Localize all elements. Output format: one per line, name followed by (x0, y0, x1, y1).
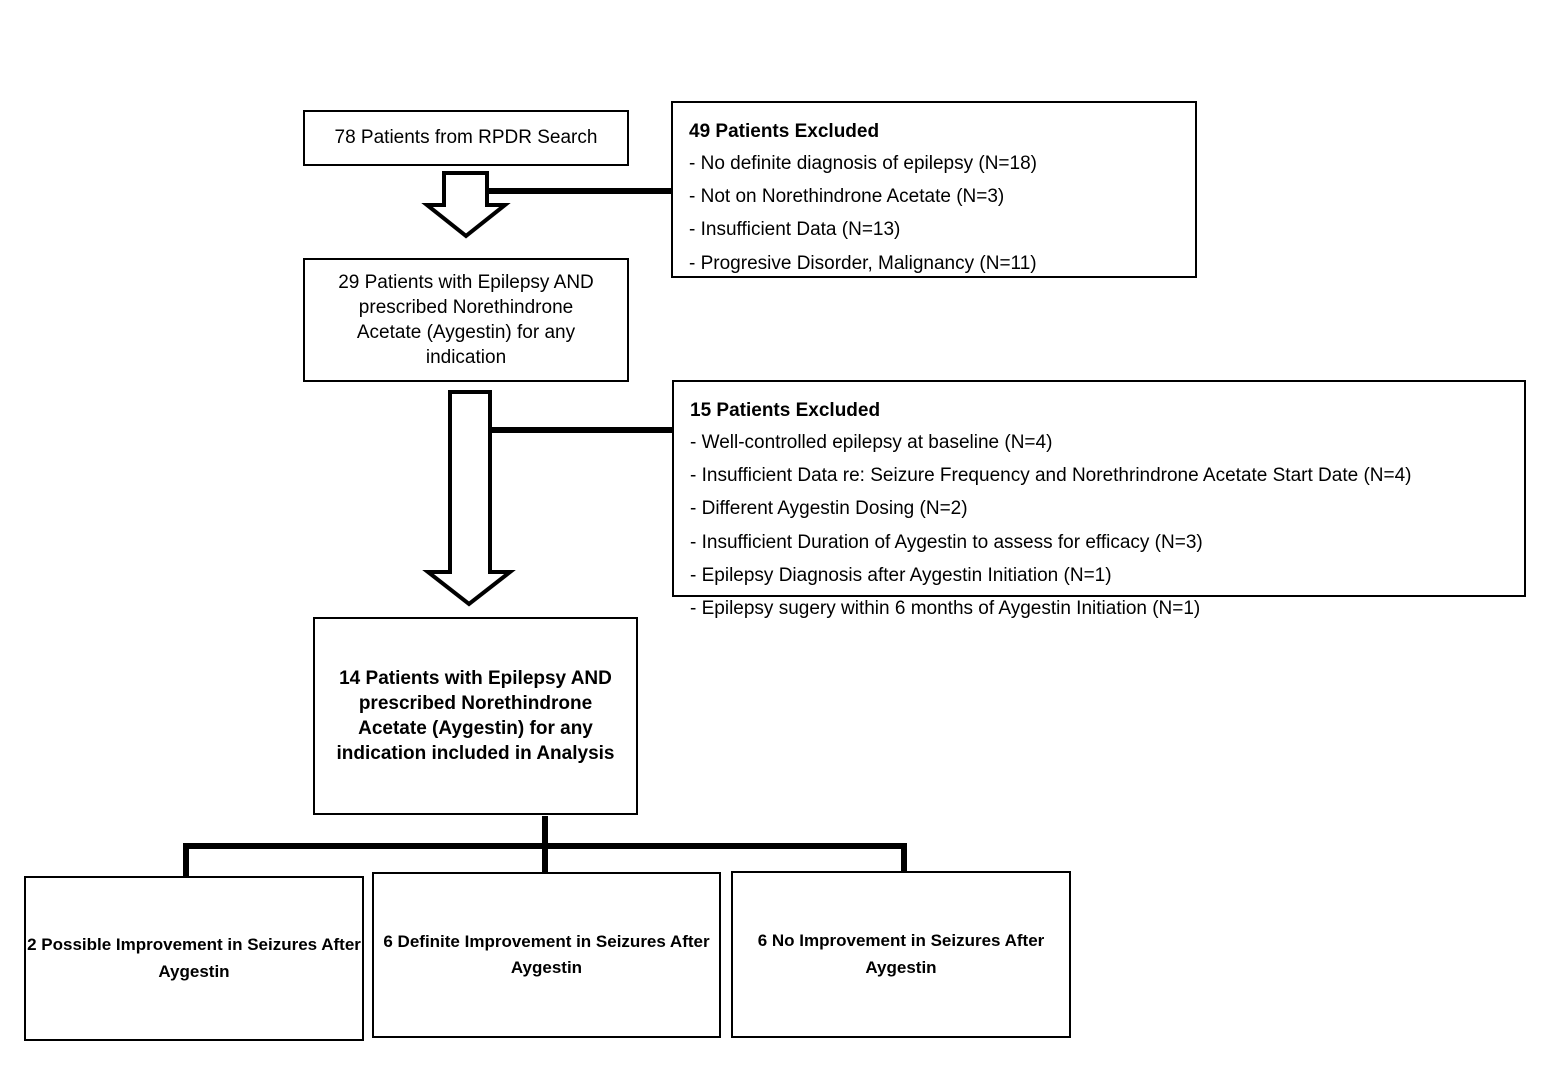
exclusion-reason: - Insufficient Data (N=13) (689, 219, 901, 241)
node-included-population: 14 Patients with Epilepsy AND prescribed… (313, 617, 638, 815)
exclusion-reason: - Epilepsy sugery within 6 months of Ayg… (690, 597, 1201, 619)
outcome-box-no-improvement-label: 6 No Improvement in Seizures After Ayges… (757, 931, 1045, 977)
node-eligible-population-label: 29 Patients with Epilepsy AND prescribed… (338, 271, 594, 369)
exclusion-reason: - Not on Norethindrone Acetate (N=3) (689, 186, 1005, 208)
exclusion-box-1-reason-list: - No definite diagnosis of epilepsy (N=1… (689, 147, 1179, 279)
exclusion-reason: - Well-controlled epilepsy at baseline (… (690, 432, 1053, 454)
exclusion-box-2-reason-list: - Well-controlled epilepsy at baseline (… (690, 426, 1508, 624)
exclusion-reason: - Insufficient Duration of Aygestin to a… (690, 531, 1203, 553)
exclusion-box-1-header: 49 Patients Excluded (689, 121, 880, 142)
down-arrow-2 (422, 390, 516, 607)
exclusion-reason: - No definite diagnosis of epilepsy (N=1… (689, 153, 1037, 175)
node-included-population-label: 14 Patients with Epilepsy AND prescribed… (336, 667, 615, 765)
outcome-box-definite-improvement: 6 Definite Improvement in Seizures After… (372, 872, 721, 1038)
node-eligible-population: 29 Patients with Epilepsy AND prescribed… (303, 258, 629, 382)
outcome-box-possible-improvement: 2 Possible Improvement in Seizures After… (24, 876, 364, 1041)
exclusion-box-1: 49 Patients Excluded - No definite diagn… (671, 101, 1197, 278)
outcome-box-no-improvement: 6 No Improvement in Seizures After Ayges… (731, 871, 1071, 1038)
down-arrow-1 (421, 171, 511, 239)
exclusion-reason: - Different Aygestin Dosing (N=2) (690, 498, 968, 520)
exclusion-reason: - Insufficient Data re: Seizure Frequenc… (690, 465, 1412, 487)
exclusion-box-2: 15 Patients Excluded - Well-controlled e… (672, 380, 1526, 619)
outcome-box-possible-improvement-label: 2 Possible Improvement in Seizures After… (27, 935, 361, 981)
exclusion-reason: - Progresive Disorder, Malignancy (N=11) (689, 252, 1037, 274)
exclusion-reason: - Epilepsy Diagnosis after Aygestin Init… (690, 564, 1112, 586)
node-source-population: 78 Patients from RPDR Search (303, 110, 629, 166)
node-source-population-label: 78 Patients from RPDR Search (334, 127, 598, 149)
outcome-box-definite-improvement-label: 6 Definite Improvement in Seizures After… (383, 931, 710, 977)
exclusion-box-2-header: 15 Patients Excluded (690, 400, 881, 421)
